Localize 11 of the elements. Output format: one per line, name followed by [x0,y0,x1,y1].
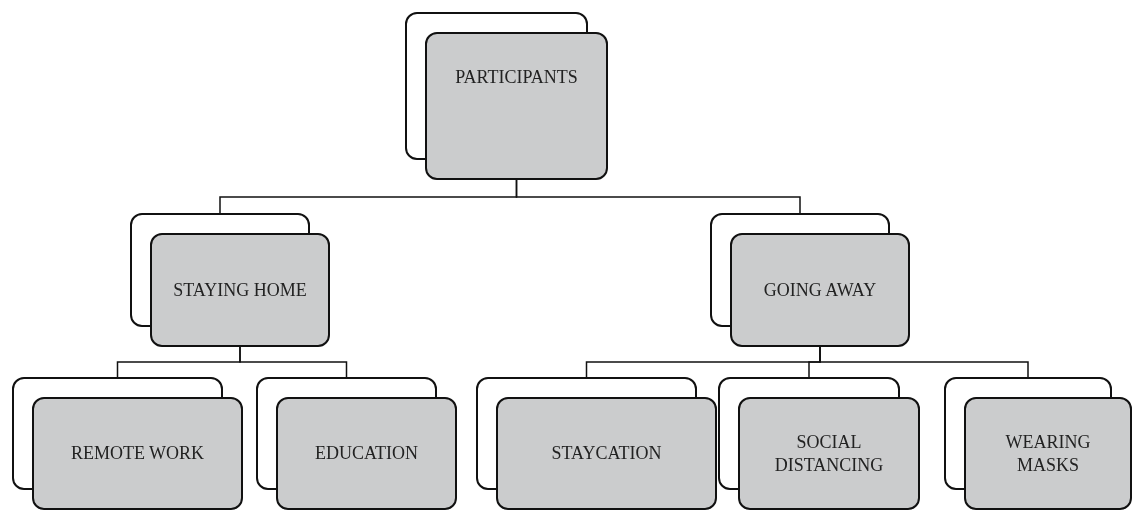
node-label: REMOTE WORK [70,442,205,465]
node-label: SOCIAL DISTANCING [773,431,885,476]
connector-line [515,179,801,214]
node-label: EDUCATION [315,442,418,465]
connector-line [239,346,348,378]
connector-line [819,346,1029,378]
node-label: STAYCATION [551,442,662,465]
node-label: STAYING HOME [173,278,307,302]
node-label: PARTICIPANTS [455,66,578,89]
node-label: GOING AWAY [763,278,877,302]
node-label: WEARING MASKS [1004,431,1092,476]
